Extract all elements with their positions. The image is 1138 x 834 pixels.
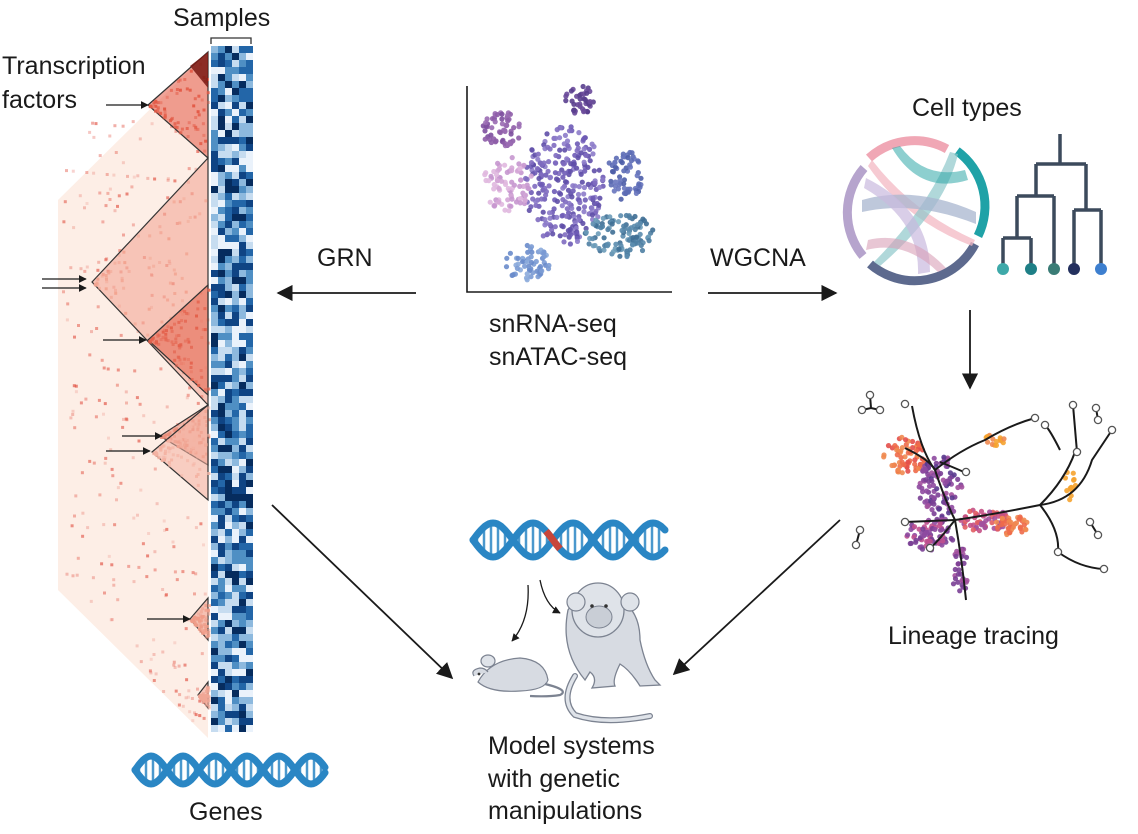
lineage-terminal-nodes xyxy=(851,390,1117,574)
grn-label: GRN xyxy=(317,244,373,272)
heatmap-scatter-dots xyxy=(62,120,207,723)
module-arrows xyxy=(42,101,191,623)
heatmap-background xyxy=(58,52,208,738)
leaf-node-1 xyxy=(997,263,1009,275)
lineage-trajectory xyxy=(855,394,1113,601)
chord-ribbon-6 xyxy=(866,237,946,272)
chord-ribbon-5 xyxy=(892,146,968,184)
leaf-node-2 xyxy=(1025,263,1037,275)
wgcna-label: WGCNA xyxy=(710,244,806,272)
snatac-seq-label: snATAC-seq xyxy=(489,343,628,371)
cell-types-chord-diagram xyxy=(842,136,990,286)
edited-dna-helix-icon xyxy=(469,519,669,561)
flow-arrows xyxy=(271,284,979,680)
chord-arc-teal xyxy=(954,147,990,238)
heatmap-module-3 xyxy=(147,283,211,397)
samples-bracket xyxy=(210,37,252,44)
leaf-node-5 xyxy=(1095,263,1107,275)
chord-arc-pink xyxy=(866,136,950,162)
leaf-node-4 xyxy=(1068,263,1080,275)
genes-label: Genes xyxy=(189,798,263,826)
arrow-lineage-to-models xyxy=(672,519,841,676)
cell-types-label: Cell types xyxy=(912,94,1022,122)
model-systems-label: Model systems xyxy=(488,732,655,760)
samples-label: Samples xyxy=(173,4,271,32)
monkey-icon xyxy=(564,582,662,724)
heatmap-module-5 xyxy=(151,403,211,502)
dna-helix-icon xyxy=(131,752,329,788)
heatmap-module-7 xyxy=(197,680,211,710)
transcription-factors-label-line1: Transcription xyxy=(2,52,146,80)
transcription-factors-label-line2: factors xyxy=(2,86,78,114)
chord-ribbon-1 xyxy=(868,160,975,246)
lineage-tracing-label: Lineage tracing xyxy=(888,622,1059,650)
chord-arc-slate xyxy=(867,241,979,286)
manipulations-label: manipulations xyxy=(488,797,643,825)
lineage-tracing-plot xyxy=(851,390,1117,601)
heatmap-module-1 xyxy=(147,50,210,160)
grn-heatmap xyxy=(42,37,329,788)
leaf-node-3 xyxy=(1048,263,1060,275)
snrna-seq-label: snRNA-seq xyxy=(489,310,617,338)
sample-expression-column xyxy=(211,46,253,732)
dna-to-animal-arrows xyxy=(511,579,561,642)
cell-types-dendrogram xyxy=(997,134,1107,275)
genetic-manipulation-illustration xyxy=(469,519,669,724)
chord-arc-lavender xyxy=(842,165,868,259)
lineage-cells xyxy=(881,432,1079,594)
mouse-icon xyxy=(472,654,564,698)
snrna-umap-plot xyxy=(466,83,672,293)
with-genetic-label: with genetic xyxy=(488,765,621,793)
heatmap-module-triangles xyxy=(91,50,211,710)
chord-ribbon-4 xyxy=(864,178,930,274)
umap-cell-clusters xyxy=(480,83,656,283)
heatmap-module-6 xyxy=(189,596,211,642)
umap-axes xyxy=(466,86,672,293)
arrow-grn-to-models xyxy=(271,504,454,680)
